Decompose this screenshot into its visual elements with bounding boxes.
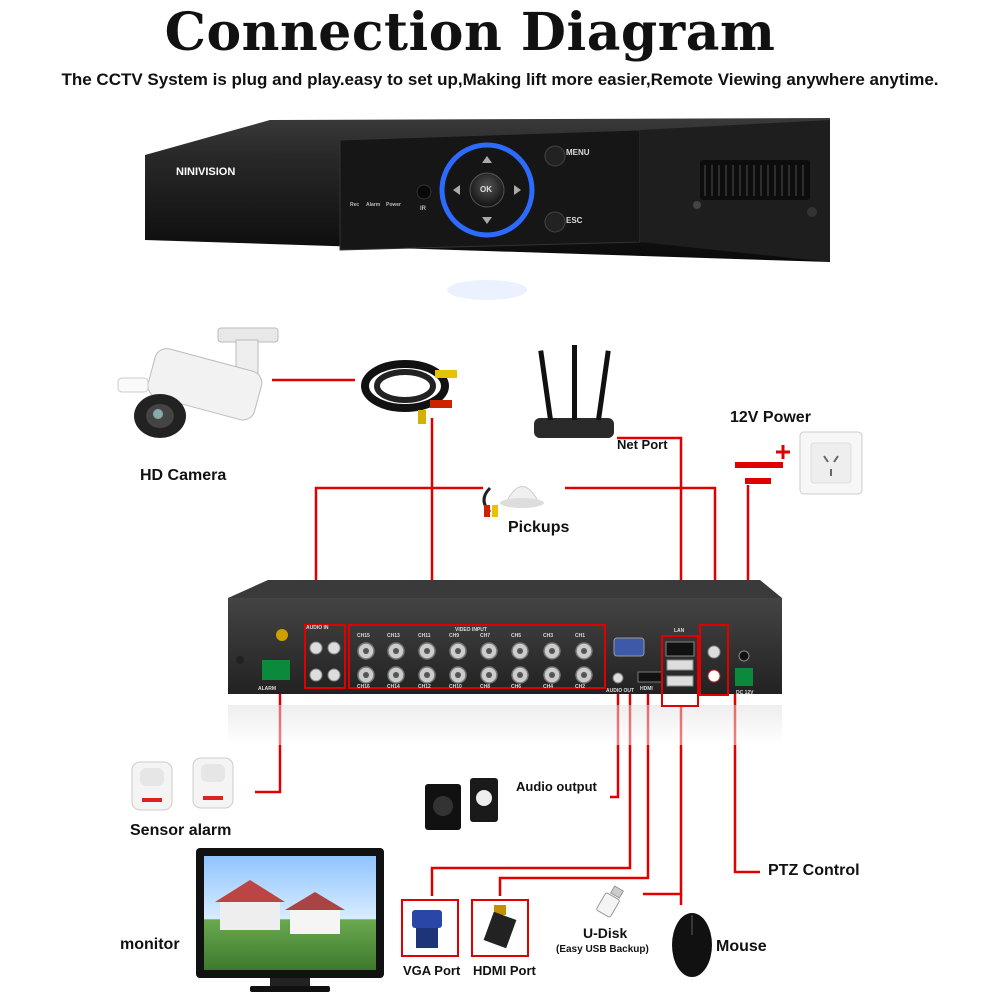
rear-audio-out-label: AUDIO OUT [606,688,635,694]
hd-camera-illustration [117,327,279,438]
rear-video-input-label: VIDEO INPUT [455,627,487,633]
dvr-ok-label: OK [480,185,492,194]
speakers-illustration [425,778,498,830]
sensor-alarm-illustration [131,757,234,811]
rear-channel-label: CH12 [418,684,431,690]
audio-output-label: Audio output [516,779,597,794]
power-illustration [735,431,863,495]
dvr-indicator-power: Power [386,202,402,208]
hdmi-port-label: HDMI Port [473,963,536,978]
monitor-label: monitor [120,936,180,953]
dvr-brand: NINIVISION [176,166,236,178]
sensor-alarm-label: Sensor alarm [130,822,232,839]
rear-channel-label: CH14 [387,684,400,690]
rear-channel-label: CH4 [543,684,554,690]
rear-channel-label: CH3 [543,633,554,639]
rear-channel-label: CH15 [357,633,370,639]
pickup-illustration [482,486,544,517]
video-input-block [348,624,606,689]
cable-illustration [361,360,457,424]
rear-alarm-label: ALARM [258,686,277,692]
hdmi-port-illustration [471,899,529,957]
rear-hdmi-label: HDMI [640,686,653,692]
dvr-ir-label: IR [420,206,426,212]
rear-channel-label: CH6 [511,684,522,690]
hd-camera-label: HD Camera [140,467,227,484]
dvr-indicator-alarm: Alarm [366,202,381,208]
udisk-label: U-Disk [583,925,628,941]
net-port-label: Net Port [617,437,668,452]
router-illustration [534,345,614,438]
pickups-label: Pickups [508,519,570,536]
ptz-control-label: PTZ Control [768,862,860,879]
rear-channel-label: CH13 [387,633,400,639]
dvr-rear-unit [228,580,782,745]
audio-in-block [304,624,346,689]
monitor-illustration [196,848,384,992]
rear-channel-label: CH7 [480,633,491,639]
rear-channel-label: CH16 [357,684,370,690]
mouse-label: Mouse [716,938,767,955]
rear-channel-label: CH2 [575,684,586,690]
rear-channel-label: CH10 [449,684,462,690]
dvr-indicator-rec: Rec [350,202,360,208]
rear-audio-in-label: AUDIO IN [306,625,329,631]
rear-lan-label: LAN [674,628,685,634]
rear-channel-label: CH1 [575,633,586,639]
power-label: 12V Power [730,409,811,426]
vga-port-illustration [401,899,459,957]
udisk-note: (Easy USB Backup) [556,944,649,955]
dvr-esc-label: ESC [566,216,583,225]
rear-channel-label: CH9 [449,633,460,639]
page-title: Connection Diagram [164,2,776,63]
vga-port-label: VGA Port [403,963,461,978]
rear-dc-label: DC 12V [736,690,754,696]
rear-channel-label: CH5 [511,633,522,639]
mouse-illustration [672,913,712,977]
rear-channel-label: CH11 [418,633,431,639]
udisk-illustration [596,885,625,918]
rear-channel-label: CH8 [480,684,491,690]
dvr-front-unit [145,118,830,300]
page-subtitle: The CCTV System is plug and play.easy to… [61,70,939,89]
dvr-menu-label: MENU [566,148,590,157]
